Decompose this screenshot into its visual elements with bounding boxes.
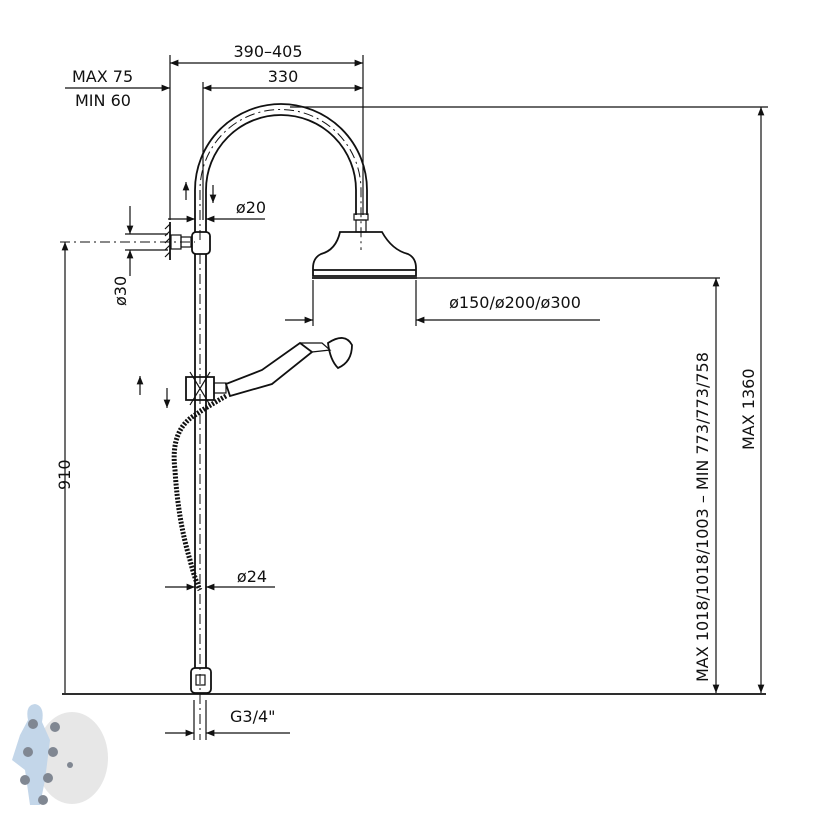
hand-shower bbox=[136, 337, 353, 408]
dimension-arm-length: 330 MAX 75 MIN 60 bbox=[65, 67, 363, 220]
dimension-thread: G3/4" bbox=[165, 700, 290, 740]
shower-hose bbox=[171, 393, 228, 592]
arm-diameter-label: ø20 bbox=[236, 198, 266, 217]
dimension-connector-height: 910 bbox=[55, 242, 74, 693]
wall-min-label: MIN 60 bbox=[75, 91, 131, 110]
shower-head: ø150/ø200/ø300 bbox=[285, 213, 720, 326]
riser-diameter-label: ø24 bbox=[237, 567, 267, 586]
connector-height-label: 910 bbox=[55, 459, 74, 490]
dimension-riser-diameter: ø24 bbox=[165, 567, 275, 591]
head-diameter-label: ø150/ø200/ø300 bbox=[449, 293, 581, 312]
dimension-arm-reach: 390–405 bbox=[169, 42, 364, 220]
total-height-label: MAX 1360 bbox=[739, 368, 758, 450]
wall-max-label: MAX 75 bbox=[72, 67, 133, 86]
dimension-head-height: MAX 1018/1018/1003 – MIN 773/773/758 bbox=[693, 278, 720, 693]
arm-length-label: 330 bbox=[268, 67, 299, 86]
head-height-label: MAX 1018/1018/1003 – MIN 773/773/758 bbox=[693, 352, 712, 682]
arm-reach-label: 390–405 bbox=[233, 42, 302, 61]
shower-arm bbox=[194, 103, 368, 250]
dimension-arm-diameter: ø20 bbox=[168, 182, 266, 223]
wall-connector: ø30 bbox=[60, 206, 211, 306]
riser-pipe bbox=[190, 254, 212, 740]
brand-logo bbox=[12, 704, 108, 805]
dimension-total-height: MAX 1360 bbox=[739, 106, 765, 693]
thread-label: G3/4" bbox=[230, 707, 276, 726]
wall-connector-diameter-label: ø30 bbox=[111, 276, 130, 306]
